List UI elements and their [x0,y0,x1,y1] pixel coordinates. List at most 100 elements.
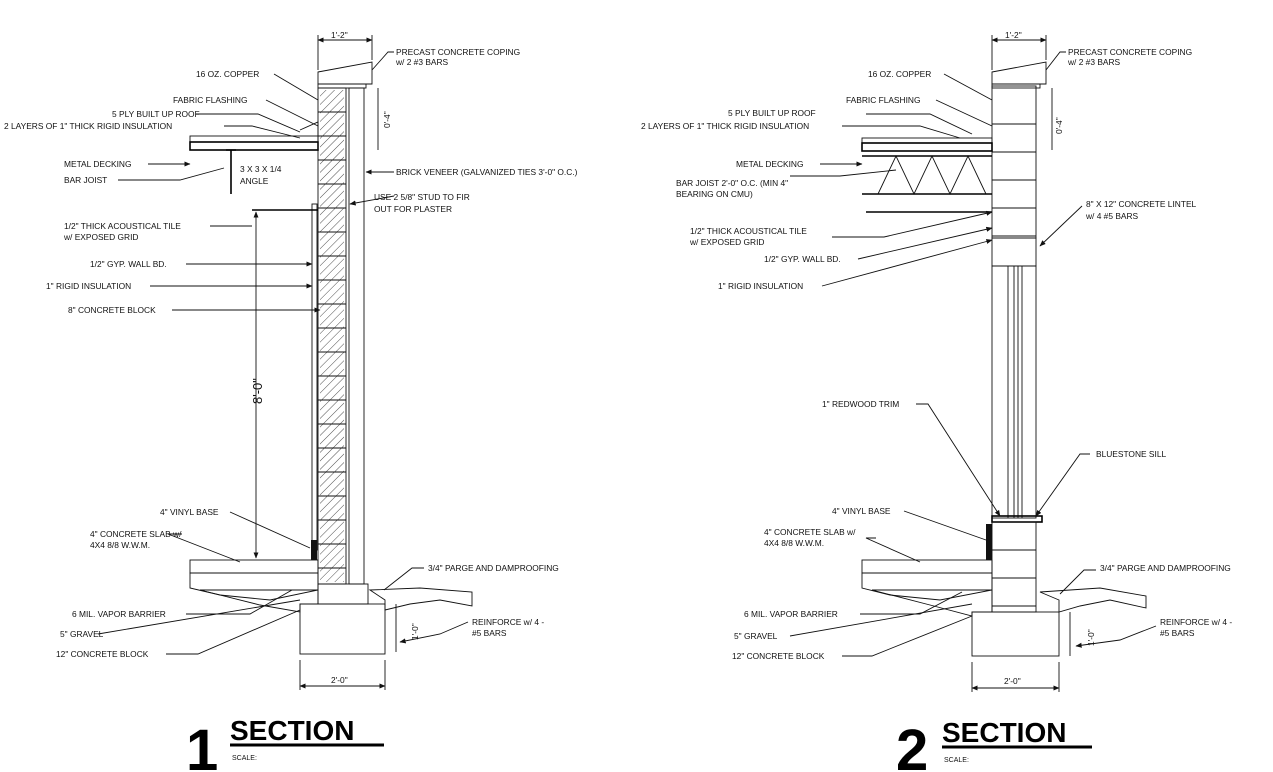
section-2: 1'-2" 0'-4" 1'-0" 2'-0" [641,30,1232,772]
section-2-title-block: 2 SECTION SCALE: [896,717,1092,772]
gravel-bed [189,572,319,601]
svg-text:0'-4": 0'-4" [1054,117,1064,134]
label-rigid-insulation-layers: 2 LAYERS OF 1" THICK RIGID INSULATION [4,121,172,131]
cmu-lower-courses [992,549,1036,607]
earth-fill-exterior-2 [1039,587,1147,613]
footing-wall [317,583,369,605]
label-bar-joist-2: BAR JOIST 2'-0" O.C. (MIN 4" [676,178,788,188]
label-reinforce: REINFORCE w/ 4 - [472,617,544,627]
label-built-up-roof: 5 PLY BUILT UP ROOF [112,109,200,119]
copper-cap-2 [991,83,1041,89]
label-gravel: 5" GRAVEL [60,629,104,639]
roof-flashing [299,121,319,150]
label-vinyl-base-2: 4" VINYL BASE [832,506,891,516]
dim-footing-width-2: 2'-0" [971,662,1060,692]
label-coping-bars: w/ 2 #3 BARS [395,57,449,67]
label-acoustical-tile: 1/2" THICK ACOUSTICAL TILE [64,221,181,231]
cmu-hatch [320,90,344,582]
label-stud-plaster: OUT FOR PLASTER [374,204,452,214]
label-coping-bars-2: w/ 2 #3 BARS [1067,57,1121,67]
label-gravel-2: 5" GRAVEL [734,631,778,641]
label-concrete-slab: 4" CONCRETE SLAB w/ [90,529,182,539]
precast-coping-2 [991,61,1047,85]
labels-section-1: PRECAST CONCRETE COPING w/ 2 #3 BARS 16 … [4,47,578,659]
window-opening [991,265,1037,519]
label-exposed-grid-2: w/ EXPOSED GRID [689,237,764,247]
label-angle: ANGLE [240,176,269,186]
svg-text:8'-0": 8'-0" [250,378,265,404]
precast-coping [317,61,373,85]
dim-parapet: 0'-4" [377,88,392,150]
cmu-wall-upper [991,85,1037,239]
label-copper: 16 OZ. COPPER [196,69,259,79]
svg-text:2'-0": 2'-0" [1004,676,1021,686]
vinyl-base [311,540,317,560]
label-vapor-barrier: 6 MIL. VAPOR BARRIER [72,609,166,619]
label-copper-2: 16 OZ. COPPER [868,69,931,79]
label-vapor-barrier-2: 6 MIL. VAPOR BARRIER [744,609,838,619]
section-1: 1'-2" 0'-4" 8'-0" 1'-0" 2'-0" [4,30,578,772]
metal-decking-2 [861,142,993,152]
svg-text:0'-4": 0'-4" [382,111,392,128]
leaders-section-2 [789,51,1157,657]
section-1-title-block: 1 SECTION SCALE: [186,715,384,772]
cmu-upper-courses [992,123,1036,237]
cmu-courses [318,111,346,569]
label-bar-joist-bearing: BEARING ON CMU) [676,189,753,199]
label-wwm-2: 4X4 8/8 W.W.M. [764,538,824,548]
section-2-scale: SCALE: [944,757,969,764]
label-wwm: 4X4 8/8 W.W.M. [90,540,150,550]
cmu-wall-lower [991,521,1037,613]
metal-decking [189,141,319,151]
label-reinforce-bars: #5 BARS [472,628,507,638]
earth-fill-exterior [368,587,473,611]
label-vinyl-base: 4" VINYL BASE [160,507,219,517]
label-fabric-flashing-2: FABRIC FLASHING [846,95,920,105]
section-1-scale: SCALE: [232,755,257,762]
concrete-slab-2 [861,559,993,574]
label-coping: PRECAST CONCRETE COPING [396,47,520,57]
label-reinforce-2: REINFORCE w/ 4 - [1160,617,1232,627]
roof-insulation [189,135,319,143]
section-2-title: SECTION [942,717,1066,748]
dim-footing-width: 2'-0" [299,660,386,690]
label-stud: USE 2 5/8" STUD TO FIR [374,192,470,202]
leaders-section-1 [97,51,469,655]
label-coping-2: PRECAST CONCRETE COPING [1068,47,1192,57]
svg-text:2'-0": 2'-0" [331,675,348,685]
gravel-bed-2 [861,572,993,601]
copper-cap [317,83,367,89]
dim-top-width-2: 1'-2" [991,30,1047,70]
label-concrete-slab-2: 4" CONCRETE SLAB w/ [764,527,856,537]
vinyl-base-2 [986,524,992,560]
section-2-number: 2 [896,718,928,772]
label-fabric-flashing: FABRIC FLASHING [173,95,247,105]
label-parge-2: 3/4" PARGE AND DAMPROOFING [1100,563,1231,573]
dim-parapet-2: 0'-4" [1051,88,1064,150]
dim-footing-height: 1'-0" [395,604,420,652]
interior-furring [311,203,318,551]
label-12in-block-2: 12" CONCRETE BLOCK [732,651,825,661]
label-rigid-insulation-layers-2: 2 LAYERS OF 1" THICK RIGID INSULATION [641,121,809,131]
label-concrete-block: 8" CONCRETE BLOCK [68,305,156,315]
svg-text:1'-0": 1'-0" [410,623,420,640]
section-1-number: 1 [186,718,218,772]
label-exposed-grid: w/ EXPOSED GRID [63,232,138,242]
svg-text:1'-0": 1'-0" [1086,629,1096,646]
svg-text:1'-2": 1'-2" [1005,30,1022,40]
brick-veneer [348,87,365,585]
label-rigid-insulation-2: 1" RIGID INSULATION [718,281,803,291]
label-angle-size: 3 X 3 X 1/4 [240,164,282,174]
concrete-slab [189,559,319,574]
label-reinforce-bars-2: #5 BARS [1160,628,1195,638]
label-metal-decking: METAL DECKING [64,159,131,169]
label-gyp-board-2: 1/2" GYP. WALL BD. [764,254,841,264]
footing-12in-block-2 [971,611,1060,657]
label-bar-joist: BAR JOIST [64,175,107,185]
label-metal-decking-2: METAL DECKING [736,159,803,169]
angle-3x3 [226,149,236,194]
label-12in-block: 12" CONCRETE BLOCK [56,649,149,659]
label-bluestone-sill: BLUESTONE SILL [1096,449,1166,459]
svg-text:1'-2": 1'-2" [331,30,348,40]
